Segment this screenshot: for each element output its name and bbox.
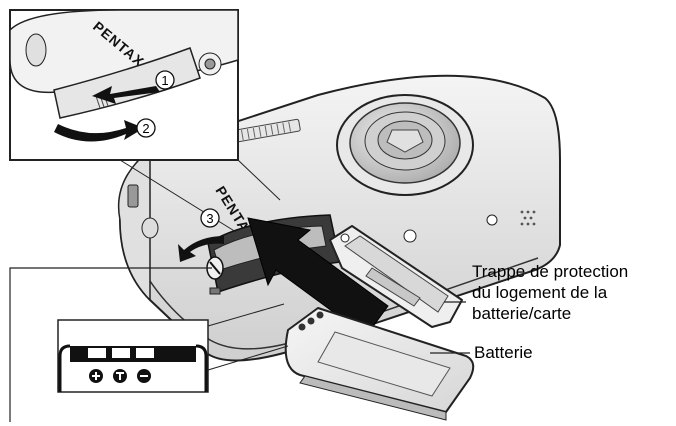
battery-pack bbox=[284, 307, 475, 421]
t-terminal-icon bbox=[113, 369, 127, 383]
lever-leader-line bbox=[9, 267, 212, 422]
battery-door bbox=[329, 225, 463, 328]
speaker-grille-icon bbox=[520, 210, 536, 226]
open-arrow-icon bbox=[54, 120, 144, 142]
af-lamp-icon bbox=[486, 214, 498, 226]
battery-polarity-inset bbox=[57, 319, 209, 393]
battery-terminals-icon bbox=[298, 311, 324, 331]
step-1-marker: 1 bbox=[155, 70, 175, 90]
battery-lock-lever bbox=[206, 256, 224, 280]
plus-terminal-icon bbox=[89, 369, 103, 383]
door-label-line-1: Trappe de protection bbox=[472, 262, 629, 281]
svg-text:2: 2 bbox=[142, 121, 149, 136]
side-port-icon bbox=[127, 184, 139, 208]
svg-text:3: 3 bbox=[206, 211, 213, 226]
inset-strap-lug-icon bbox=[25, 33, 47, 67]
door-label-line-3: batterie/carte bbox=[472, 304, 572, 323]
slide-arrow-icon bbox=[92, 86, 160, 104]
lens-icon bbox=[336, 94, 474, 196]
step-3-marker: 3 bbox=[200, 208, 220, 228]
svg-text:1: 1 bbox=[161, 73, 168, 88]
door-label-line-2: du logement de la bbox=[472, 283, 608, 302]
insert-arrow-icon bbox=[247, 217, 389, 337]
step-2-marker: 2 bbox=[136, 118, 156, 138]
lever-push-arrow-icon bbox=[178, 236, 224, 262]
door-opening-inset: PENTAX 1 2 bbox=[9, 9, 239, 161]
strap-lug-icon bbox=[141, 217, 159, 239]
tripod-socket-icon bbox=[403, 229, 417, 243]
minus-terminal-icon bbox=[137, 369, 151, 383]
battery-label: Batterie bbox=[474, 343, 533, 362]
